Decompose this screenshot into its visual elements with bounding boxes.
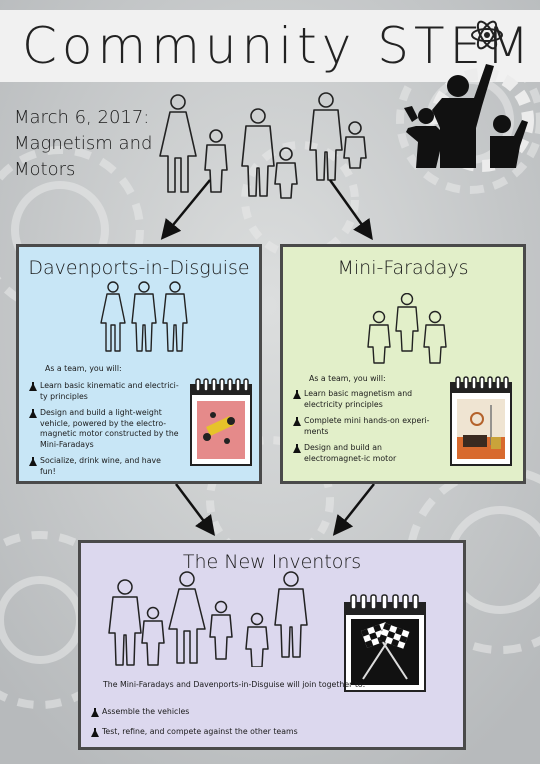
new-inventors-panel: The New Inventors [78,540,466,750]
flask-icon [91,727,99,737]
motor-photo [457,399,505,459]
list-item-text: Test, refine, and compete against the ot… [102,726,298,736]
list-item-text: Socialize, drink wine, and have fun! [40,456,161,476]
inventors-title: The New Inventors [182,551,362,573]
faradays-intro: As a team, you will: [309,374,386,383]
list-item: Complete mini hands-on experi-ments [293,416,443,437]
date-line-1: March 6, 2017: [14,107,150,128]
flask-icon [29,409,37,418]
calendar-icon [190,378,252,466]
list-item-text: Learn basic magnetism and electricity pr… [304,389,413,409]
date-line-3: Motors [14,159,76,180]
mini-faradays-panel: Mini-Faradays As a team, you will: Learn… [280,244,526,484]
title-bar [0,10,540,82]
flask-icon [293,444,301,453]
page-title: Community STEM [22,17,535,75]
toy-car-photo [197,401,245,459]
list-item-text: Design and build a light-weight vehicle,… [40,408,179,449]
davenports-list: Learn basic kinematic and electrici-ty p… [29,381,179,483]
list-item-text: Assemble the vehicles [102,707,190,716]
flask-icon [29,382,37,391]
davenports-title: Davenports-in-Disguise [28,257,250,279]
checkered-flags-icon [361,622,410,680]
flask-icon [91,708,99,717]
faradays-list: Learn basic magnetism and electricity pr… [293,389,443,470]
davenports-intro: As a team, you will: [45,364,122,373]
inventors-list: Assemble the vehicles Test, refine, and … [91,707,391,743]
list-item: Design and build an electromagnet-ic mot… [293,443,443,464]
adults-group-icon [100,281,188,352]
date-line-2: Magnetism and [14,133,153,154]
flask-icon [293,417,301,426]
list-item-text: Design and build an electromagnet-ic mot… [304,443,397,463]
list-item: Learn basic kinematic and electrici-ty p… [29,381,179,402]
calendar-icon [344,594,426,692]
davenports-panel: Davenports-in-Disguise As a team, you wi… [16,244,262,484]
list-item-text: Learn basic kinematic and electrici-ty p… [40,381,179,401]
faradays-title: Mini-Faradays [337,257,469,279]
list-item: Socialize, drink wine, and have fun! [29,456,179,477]
list-item-text: Complete mini hands-on experi-ments [304,416,430,436]
calendar-icon [450,376,512,466]
children-group-icon [367,293,447,364]
list-item: Assemble the vehicles [91,707,391,718]
atom-icon [471,20,503,50]
list-item: Design and build a light-weight vehicle,… [29,408,179,450]
event-date: March 6, 2017: Magnetism and Motors [14,105,164,183]
flask-icon [293,390,301,399]
flask-icon [29,457,37,466]
list-item: Learn basic magnetism and electricity pr… [293,389,443,410]
family-icon [159,92,367,199]
list-item: Test, refine, and compete against the ot… [91,727,391,738]
raised-hands-silhouette-icon [404,64,534,172]
inventors-intro: The Mini-Faradays and Davenports-in-Disg… [103,680,366,689]
family-group-icon [108,571,308,667]
